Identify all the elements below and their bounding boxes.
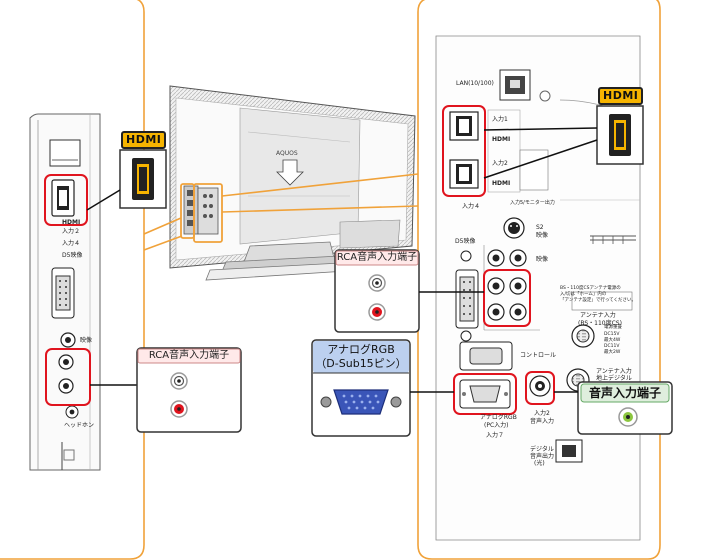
right-pc-input: (PC入力) [484,422,509,429]
right-antenna-in: アンテナ入力 [580,312,616,319]
right-digital-out-3: (光) [534,460,545,467]
tv-right-port-highlight [193,183,223,243]
left-hdmi-text: HDMI [62,219,81,226]
right-hdmi-2: HDMI [492,180,511,187]
right-s2: S2 [536,224,544,231]
left-side-panel [29,113,101,471]
right-audio-highlight [525,371,555,405]
right-digital-out-2: 音声出力 [530,453,555,460]
right-antenna-note-1: BS・110度CSアンテナ電源の [560,286,621,291]
right-terrestrial-2: 地上デジタル [596,375,632,382]
right-hdmi-1: HDMI [492,136,511,143]
right-antenna-in-sub: (BS・110度CS) [578,320,622,327]
right-analog-rgb: アナログRGB [480,414,517,421]
right-power-dc15: DC15V [604,332,620,337]
right-s2-video: 映像 [536,232,549,239]
left-video: 映像 [80,337,93,344]
right-power-max2: 最大2W [604,350,621,355]
right-input-monitor: 入力5/モニター出力 [510,200,555,206]
analog-rgb-label-2: （D-Sub15ピン） [315,357,407,370]
left-rca-callout [136,347,242,433]
right-input7: 入力７ [486,432,505,439]
right-ds-video: D5映像 [455,238,476,245]
right-rca-grid [487,249,527,321]
left-headphone: ヘッドホン [64,422,95,429]
right-input1: 入力1 [492,116,508,123]
left-input2: 入力２ [62,228,81,235]
right-power-dc11: DC11V [604,344,620,349]
analog-rgb-label-1: アナログRGB [327,343,395,356]
right-antenna-note-3: 「アンテナ設定」で行ってください。 [560,298,636,303]
right-input4: 入力４ [462,203,481,210]
left-hdmi-highlight [44,174,88,226]
left-input4: 入力４ [62,240,81,247]
right-control: コントロール [520,352,557,359]
right-power-label: 電源重畳 [604,325,622,330]
center-rca-label: RCA音声入力端子 [336,252,418,263]
right-hdmi-tag: HDMI [598,87,644,105]
right-rca-highlight [483,269,531,327]
right-power-max4: 最大4W [604,338,621,343]
right-audio-in2: 入力2 [534,410,550,417]
right-hdmi-highlight [442,105,486,197]
right-input2: 入力2 [492,160,508,167]
right-antenna-note-2: 入/切は「ホーム」内の [560,292,607,297]
left-hdmi-tag: HDMI [121,131,167,149]
left-rca-label: RCA音声入力端子 [148,350,230,361]
right-rgb-highlight [453,373,517,415]
tv-brand: AQUOS [276,150,298,157]
right-terrestrial-1: アンテナ入力 [596,368,632,375]
left-rca-highlight [45,348,91,406]
right-video: 映像 [536,256,549,263]
right-digital-out-1: デジタル [530,446,554,453]
left-ds: D5映像 [62,252,83,259]
right-lan: LAN(10/100) [456,80,494,87]
audio-in-label: 音声入力端子 [588,386,661,400]
right-audio-in2-sub: 音声入力 [530,418,555,425]
